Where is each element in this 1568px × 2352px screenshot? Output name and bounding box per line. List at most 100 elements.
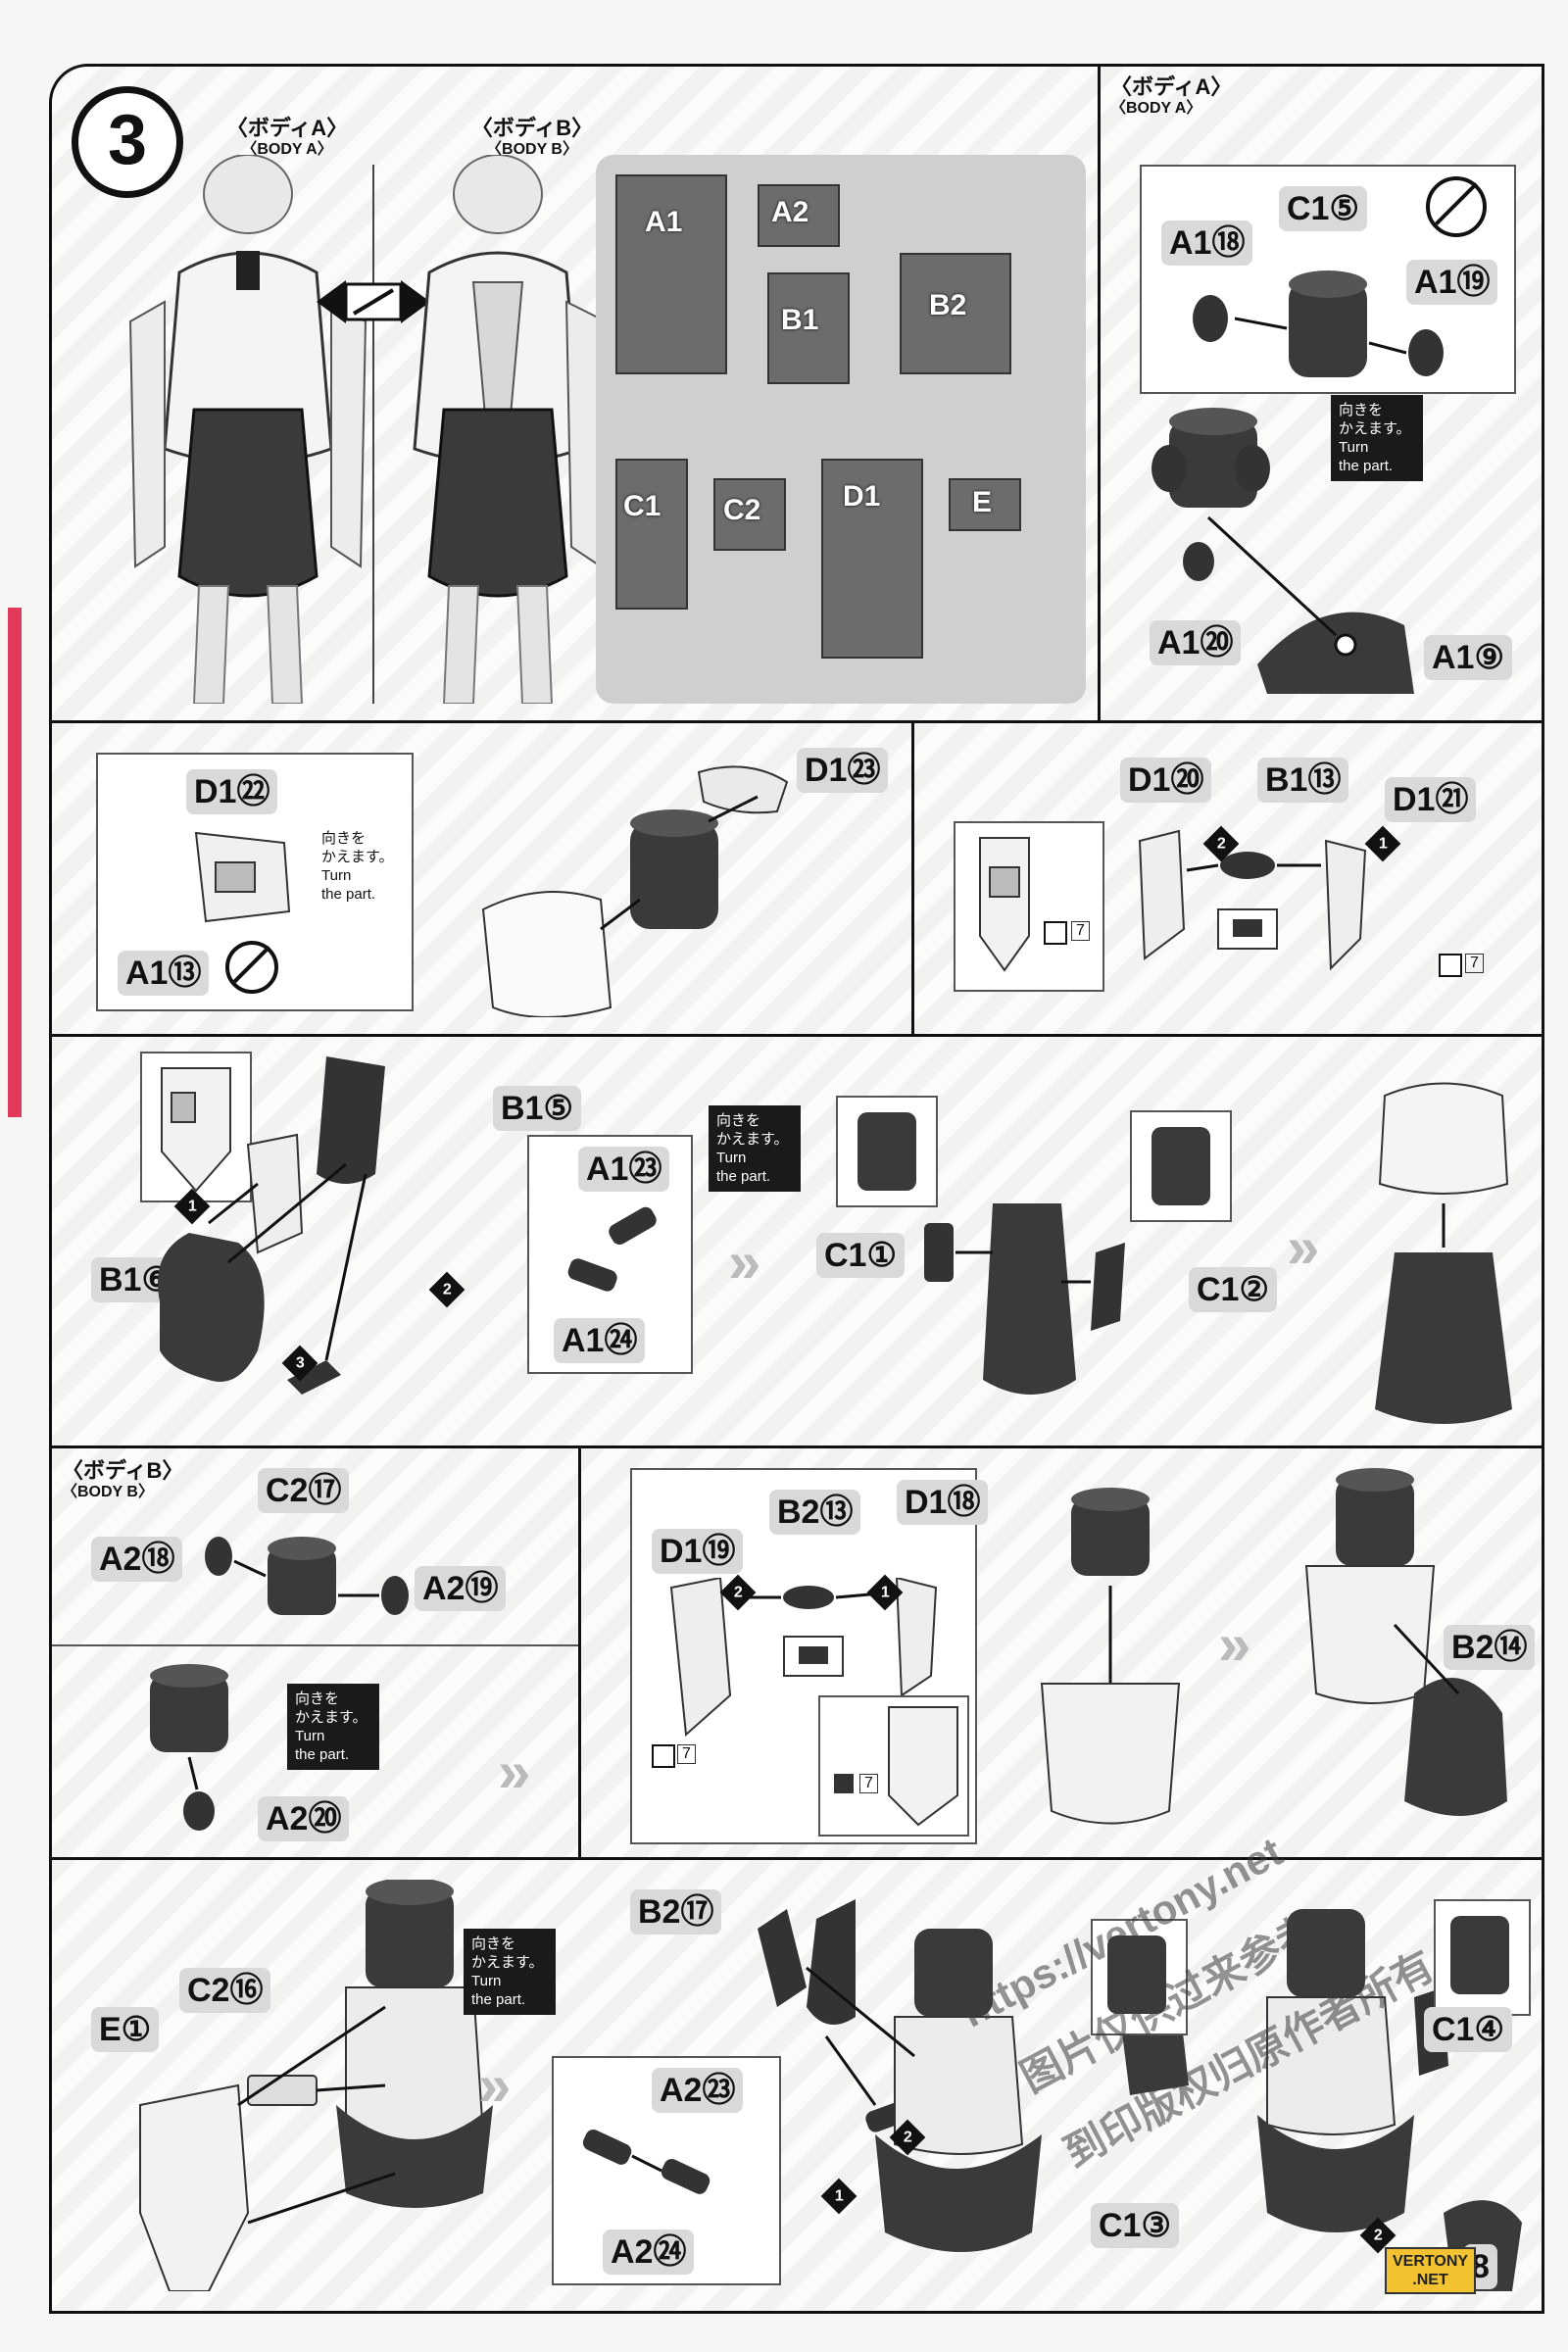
part-c1-5: C1⑤ bbox=[1279, 186, 1367, 231]
part-a2-20: A2⑳ bbox=[258, 1796, 349, 1841]
runner-a2: A2 bbox=[758, 184, 840, 247]
next-step-chevron-icon: » bbox=[478, 2056, 511, 2115]
body-a-figure bbox=[130, 155, 366, 704]
part-b2-14: B2⑭ bbox=[1444, 1625, 1535, 1670]
runner-c1: C1 bbox=[615, 459, 688, 610]
hips-final-illustration bbox=[1365, 1076, 1522, 1439]
c1-1-shape bbox=[858, 1112, 916, 1191]
side-panel-left-illustration bbox=[970, 828, 1039, 975]
side-panels-panel: 7 D1⑳ B1⑬ D1㉑ 7 1 2 bbox=[911, 720, 1544, 1040]
sticker-7-label-right: 7 bbox=[1465, 954, 1484, 973]
torso-front-assembly-illustration bbox=[464, 762, 875, 1017]
next-step-chevron-icon: » bbox=[1218, 1615, 1250, 1674]
turn-the-part-note: 向きをかえます。Turnthe part. bbox=[287, 1684, 379, 1770]
vertony-logo: VERTONY .NET bbox=[1385, 2247, 1476, 2294]
runner-b1: B1 bbox=[767, 272, 850, 384]
part-b2-17: B2⑰ bbox=[630, 1889, 721, 1935]
hips-assembly-illustration bbox=[130, 1056, 522, 1439]
part-d1-23: D1㉓ bbox=[797, 748, 888, 793]
side-panel-left-box: 7 bbox=[954, 821, 1104, 992]
body-figures-illustration bbox=[121, 155, 630, 704]
runner-c2-label: C2 bbox=[723, 494, 760, 527]
runner-c1-label: C1 bbox=[623, 490, 661, 523]
runner-overview-area: A1 A2 B1 B2 C1 C2 D1 E bbox=[596, 155, 1086, 704]
part-d1-19: D1⑲ bbox=[652, 1529, 743, 1574]
sticker-7-detail-box: 7 bbox=[818, 1695, 969, 1837]
body-a-core-title-en: 〈BODY A〉 bbox=[1110, 98, 1238, 120]
body-b-core-title: 〈ボディB〉 〈BODY B〉 bbox=[62, 1460, 189, 1503]
part-d1-21: D1㉑ bbox=[1385, 777, 1476, 822]
runner-e: E bbox=[949, 478, 1021, 531]
body-b-core-illustration bbox=[170, 1517, 424, 1635]
part-a1-24: A1㉔ bbox=[554, 1318, 645, 1363]
runner-a2-label: A2 bbox=[771, 196, 808, 229]
c1-2-detail-box bbox=[1130, 1110, 1232, 1222]
d1-22-illustration bbox=[186, 823, 304, 931]
runner-d1-label: D1 bbox=[843, 480, 880, 514]
logo-line-1: VERTONY bbox=[1393, 2252, 1468, 2271]
runner-b2: B2 bbox=[900, 253, 1011, 374]
body-a-core-panel: 〈ボディA〉 〈BODY A〉 C1⑤ A1⑱ A1⑲ 向きをかえます。Turn… bbox=[1098, 64, 1544, 726]
body-b-figure bbox=[415, 155, 606, 704]
runner-a1: A1 bbox=[615, 174, 727, 374]
c1-4-shape bbox=[1450, 1916, 1509, 1994]
hips-panels-assembly-illustration bbox=[905, 1184, 1159, 1429]
next-step-chevron-icon: » bbox=[498, 1742, 530, 1801]
part-b1-13: B1⑬ bbox=[1257, 758, 1348, 803]
part-a1-9: A1⑨ bbox=[1424, 635, 1512, 680]
part-c1-1: C1① bbox=[816, 1233, 905, 1278]
runner-a1-label: A1 bbox=[645, 206, 682, 239]
c1-2-shape bbox=[1152, 1127, 1210, 1205]
part-d1-20: D1⑳ bbox=[1120, 758, 1211, 803]
next-step-chevron-icon: » bbox=[728, 1233, 760, 1292]
torso-front-panel: D1㉒ A1⑬ 向きをかえます。Turnthe part. D1㉓ bbox=[49, 720, 917, 1040]
body-b-final-hips-illustration bbox=[718, 1889, 1052, 2301]
body-b-torso-assembly-illustration bbox=[1032, 1488, 1208, 1840]
body-b-core-panel: 〈ボディB〉 〈BODY B〉 C2⑰ A2⑱ A2⑲ 向きをかえます。Turn… bbox=[49, 1446, 584, 1863]
next-step-chevron-icon: » bbox=[1287, 1218, 1319, 1277]
no-glue-cut-icon bbox=[1426, 176, 1487, 237]
part-a1-13: A1⑬ bbox=[118, 951, 209, 996]
sticker-7-tag-right bbox=[1439, 954, 1462, 977]
c1-4-detail-box bbox=[1434, 1899, 1531, 2016]
step-overview-panel: 3 〈ボディA〉 〈BODY A〉 〈ボディB〉 〈BODY B〉 bbox=[49, 64, 1103, 726]
part-a1-20: A1⑳ bbox=[1150, 620, 1241, 665]
part-d1-18: D1⑱ bbox=[897, 1480, 988, 1525]
logo-line-2: .NET bbox=[1393, 2271, 1468, 2289]
sticker-7-label: 7 bbox=[677, 1744, 696, 1764]
runner-c2: C2 bbox=[713, 478, 786, 551]
part-a2-24: A2㉔ bbox=[603, 2230, 694, 2275]
sticker-7-detail-illustration bbox=[820, 1697, 967, 1835]
body-b-jp-label: 〈ボディB〉 bbox=[471, 116, 593, 140]
body-b-panels-panel: B2⑬ D1⑱ D1⑲ 7 7 1 2 bbox=[578, 1446, 1544, 1863]
part-b2-13: B2⑬ bbox=[769, 1490, 860, 1535]
part-c1-2: C1② bbox=[1189, 1267, 1277, 1312]
part-a2-19: A2⑲ bbox=[415, 1566, 506, 1611]
body-b-core-title-jp: 〈ボディB〉 bbox=[62, 1458, 183, 1483]
runner-d1: D1 bbox=[821, 459, 923, 659]
sticker-7-label: 7 bbox=[1071, 921, 1090, 941]
sticker-7-detail-label: 7 bbox=[859, 1774, 878, 1793]
runner-e-label: E bbox=[972, 486, 992, 519]
body-b-core-title-en: 〈BODY B〉 bbox=[62, 1482, 189, 1503]
no-glue-cut-icon bbox=[225, 941, 278, 994]
left-edge-accent-stripe bbox=[8, 608, 22, 1117]
part-a1-23: A1㉓ bbox=[578, 1147, 669, 1192]
runner-b2-label: B2 bbox=[929, 289, 966, 322]
sticker-7-tag bbox=[1044, 921, 1067, 945]
part-c2-17: C2⑰ bbox=[258, 1468, 349, 1513]
hip-joint-subassembly-box: A1㉓ A1㉔ bbox=[527, 1135, 693, 1374]
body-a-subassembly-box: C1⑤ A1⑱ A1⑲ bbox=[1140, 165, 1516, 394]
instruction-sheet: 3 〈ボディA〉 〈BODY A〉 〈ボディB〉 〈BODY B〉 bbox=[49, 64, 1539, 2308]
sticker-7-tag bbox=[652, 1744, 675, 1768]
body-a-joint-illustration bbox=[1181, 260, 1475, 387]
part-d1-22: D1㉒ bbox=[186, 769, 277, 814]
side-panels-assembly-illustration bbox=[1120, 821, 1375, 988]
part-c1-3: C1③ bbox=[1091, 2203, 1179, 2248]
